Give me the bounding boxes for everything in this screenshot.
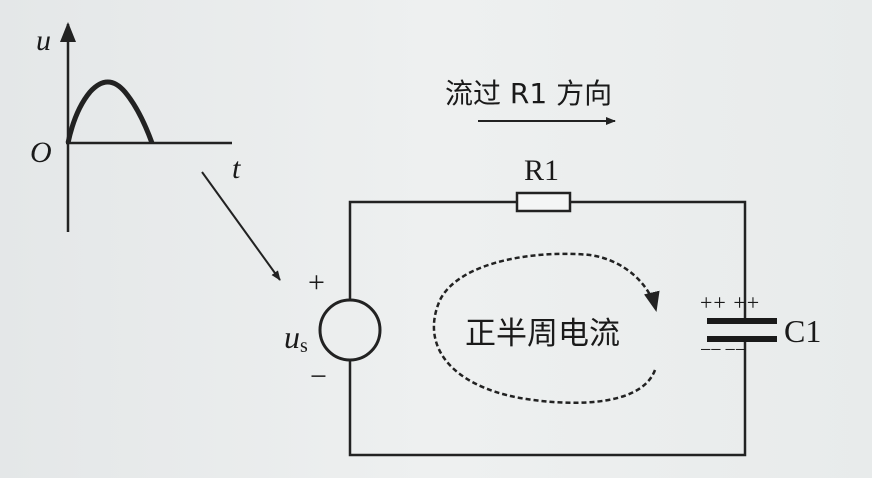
source-label: us — [284, 319, 308, 357]
current-label: 正半周电流 — [465, 316, 620, 352]
origin-label: O — [30, 136, 52, 169]
circuit-wires — [348, 200, 747, 457]
voltage-source — [318, 298, 382, 362]
resistor-label: R1 — [524, 154, 559, 187]
pointer-arrow — [201, 171, 281, 281]
resistor-r1 — [515, 191, 572, 213]
capacitor-positive-charge: ++ ++ — [700, 290, 760, 315]
source-label-sub: s — [300, 335, 308, 357]
u-axis-label: u — [36, 24, 51, 57]
capacitor-bottom-plate — [707, 336, 777, 342]
half-sine-curve — [65, 79, 155, 144]
capacitor-negative-charge: −− −− — [700, 339, 746, 361]
source-label-main: u — [284, 319, 300, 355]
waveform-graph: u O t — [30, 22, 241, 232]
direction-label: 流过 R1 方向 — [445, 77, 612, 110]
capacitor-top-plate — [707, 318, 777, 324]
current-loop-arrow — [432, 252, 660, 404]
source-plus: + — [308, 266, 325, 299]
source-minus: − — [310, 360, 327, 393]
capacitor-label: C1 — [784, 313, 821, 349]
t-axis-label: t — [232, 152, 241, 185]
